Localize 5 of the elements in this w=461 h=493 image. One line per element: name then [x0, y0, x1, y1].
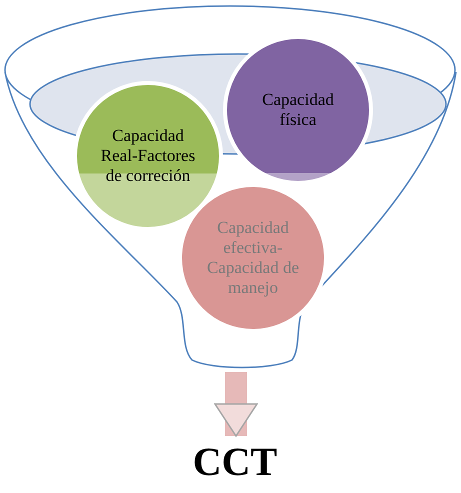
circle-label: Capacidad Real-Factores de correción — [100, 126, 196, 186]
result-label: CCT — [192, 438, 278, 486]
circle-label: Capacidad física — [261, 90, 335, 130]
circle-label: Capacidad efectiva-Capacidad de manejo — [206, 218, 300, 298]
block-arrow — [214, 372, 258, 437]
